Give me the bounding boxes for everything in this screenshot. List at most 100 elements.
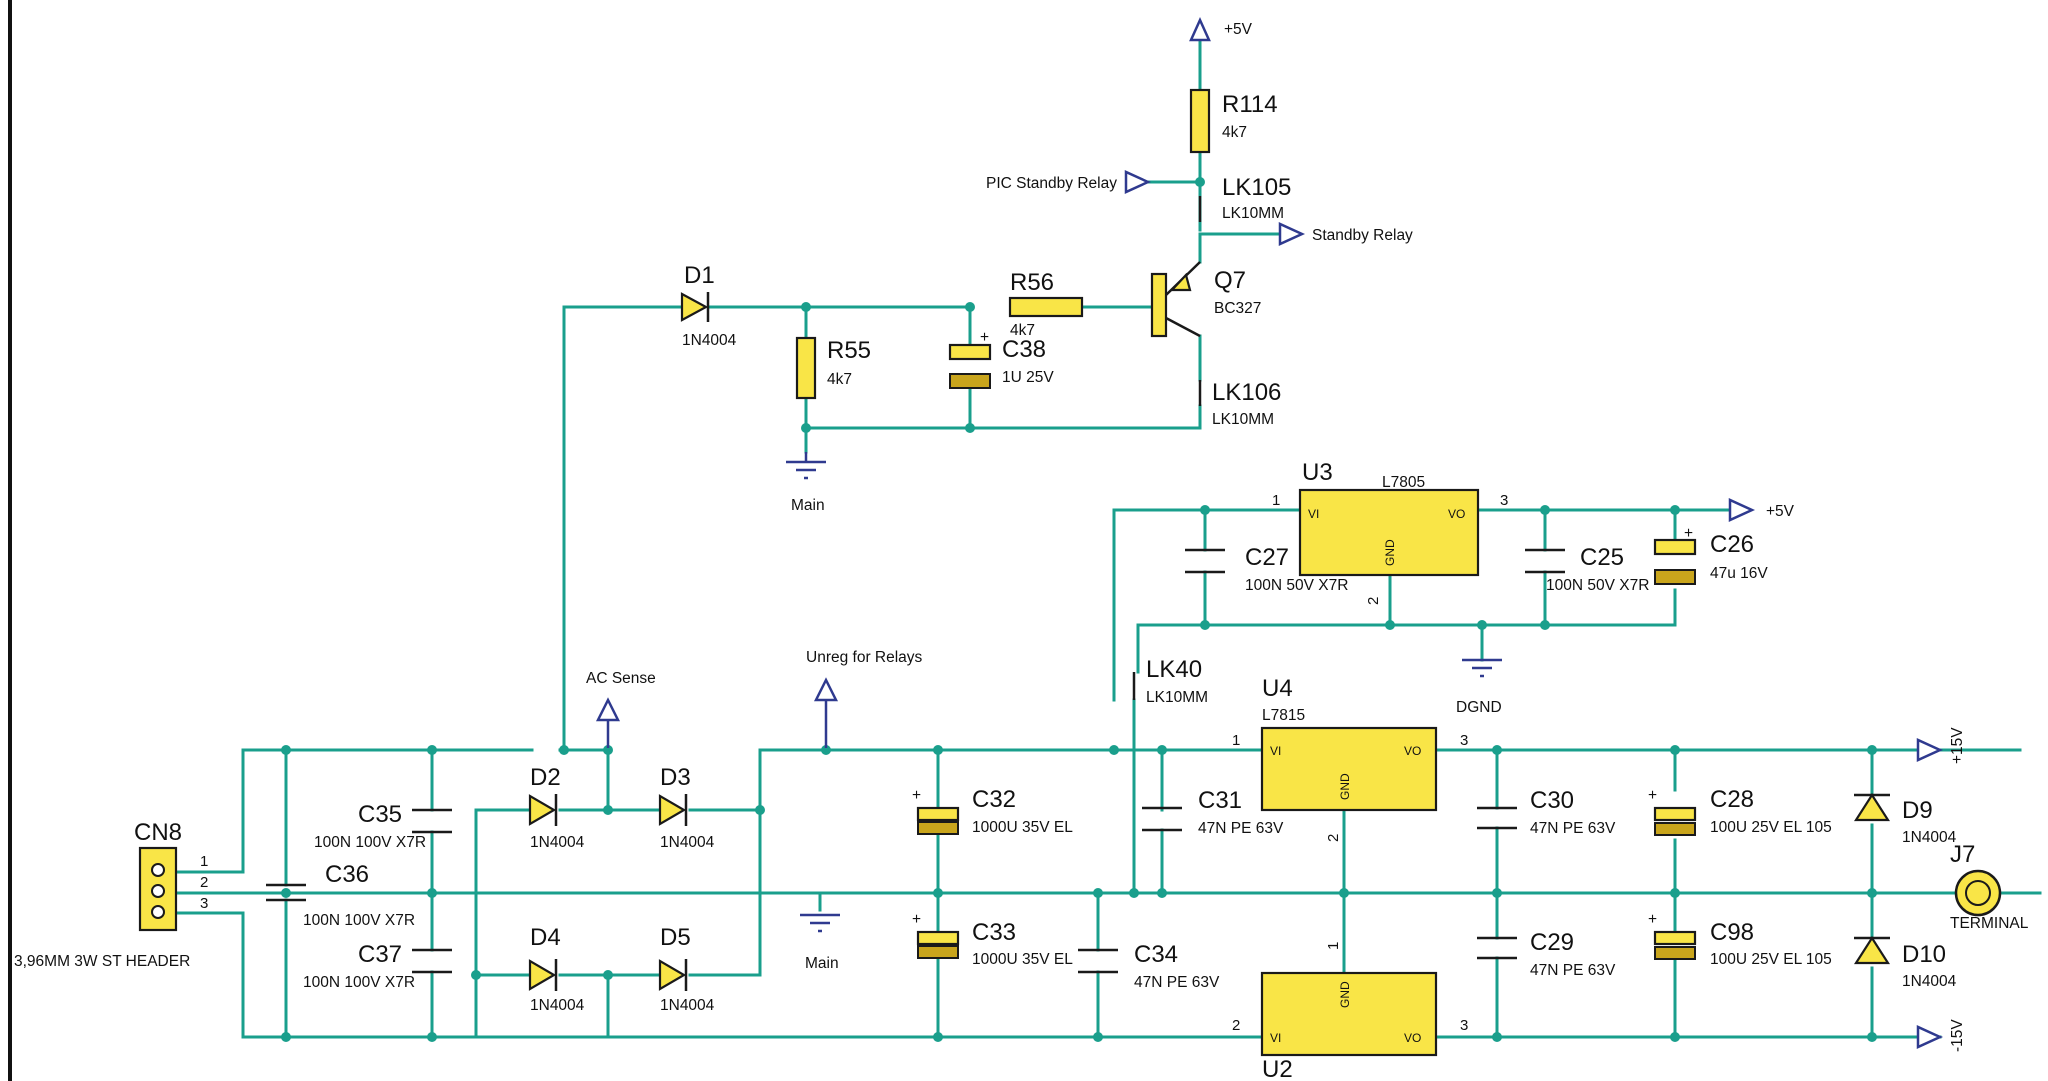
lk106-ref: LK106 xyxy=(1212,379,1281,406)
c26-ref: C26 xyxy=(1710,531,1754,558)
capacitor-c30: C30 47N PE 63V xyxy=(1477,787,1616,837)
r56-value: 4k7 xyxy=(1010,322,1035,339)
port-p5v-top-label: +5V xyxy=(1224,21,1253,38)
u4-ref: U4 xyxy=(1262,675,1293,702)
c27-value: 100N 50V X7R xyxy=(1245,577,1348,594)
capacitor-c27: C27 100N 50V X7R xyxy=(1185,544,1348,594)
u3-pin2-num: 2 xyxy=(1365,597,1382,605)
u2-ref: U2 xyxy=(1262,1056,1293,1081)
port-p5v-right: +5V xyxy=(1728,498,1795,522)
c36-ref: C36 xyxy=(325,861,369,888)
connector-cn8: CN8 3,96MM 3W ST HEADER 1 2 3 xyxy=(14,819,208,970)
r114-value: 4k7 xyxy=(1222,124,1247,141)
c26-plus: + xyxy=(1684,525,1693,542)
port-standby-relay: Standby Relay xyxy=(1278,222,1413,246)
c29-value: 47N PE 63V xyxy=(1530,962,1616,979)
c98-value: 100U 25V EL 105 xyxy=(1710,951,1832,968)
u3-pin-vo: VO xyxy=(1448,507,1465,521)
cn8-value: 3,96MM 3W ST HEADER xyxy=(14,953,190,970)
terminal-j7: J7 TERMINAL xyxy=(1950,841,2029,932)
capacitor-c37: C37 100N 100V X7R xyxy=(303,941,452,991)
port-n15v-label: -15V xyxy=(1949,1019,1966,1052)
c38-value: 1U 25V xyxy=(1002,369,1054,386)
u2-pin-gnd: GND xyxy=(1338,981,1352,1008)
c30-value: 47N PE 63V xyxy=(1530,820,1616,837)
cn8-ref: CN8 xyxy=(134,819,182,846)
c37-ref: C37 xyxy=(358,941,402,968)
lk105-value: LK10MM xyxy=(1222,205,1284,222)
c25-ref: C25 xyxy=(1580,544,1624,571)
diode-d2: D2 1N4004 xyxy=(528,764,585,851)
d1-ref: D1 xyxy=(684,262,715,289)
c26-value: 47u 16V xyxy=(1710,565,1768,582)
wires xyxy=(170,40,2042,1039)
u4-pin-vi: VI xyxy=(1270,744,1281,758)
c25-value: 100N 50V X7R xyxy=(1546,577,1649,594)
regulator-u2: VI VO GND U2 2 3 1 xyxy=(1232,942,1468,1081)
c98-ref: C98 xyxy=(1710,919,1754,946)
link-lk106: LK106 LK10MM xyxy=(1198,379,1281,428)
u2-pin1-num: 1 xyxy=(1325,942,1342,950)
diode-d10: D10 1N4004 xyxy=(1853,935,1957,990)
u4-pin-vo: VO xyxy=(1404,744,1421,758)
unreg-label: Unreg for Relays xyxy=(806,649,923,666)
diode-d5: D5 1N4004 xyxy=(658,924,715,1014)
c35-ref: C35 xyxy=(358,801,402,828)
port-p5v-right-label: +5V xyxy=(1766,503,1795,520)
r114-ref: R114 xyxy=(1222,91,1278,118)
c27-ref: C27 xyxy=(1245,544,1289,571)
resistor-r56: R56 4k7 xyxy=(1008,269,1084,339)
u3-pin3-num: 3 xyxy=(1500,492,1508,509)
c38-ref: C38 xyxy=(1002,336,1046,363)
lk105-ref: LK105 xyxy=(1222,174,1291,201)
resistor-r55: R55 4k7 xyxy=(795,336,871,400)
r56-ref: R56 xyxy=(1010,269,1054,296)
port-p15v-label: +15V xyxy=(1949,727,1966,764)
u2-pin3-num: 3 xyxy=(1460,1017,1468,1034)
c29-ref: C29 xyxy=(1530,929,1574,956)
u4-pin1-num: 1 xyxy=(1232,732,1240,749)
transistor-q7: Q7 BC327 xyxy=(1150,261,1261,338)
lk106-value: LK10MM xyxy=(1212,411,1274,428)
diode-d1: D1 1N4004 xyxy=(680,262,737,349)
d3-value: 1N4004 xyxy=(660,834,715,851)
c36-value: 100N 100V X7R xyxy=(303,912,415,929)
d9-value: 1N4004 xyxy=(1902,829,1957,846)
d3-ref: D3 xyxy=(660,764,691,791)
port-pic-standby: PIC Standby Relay xyxy=(986,170,1152,194)
d2-value: 1N4004 xyxy=(530,834,585,851)
c28-plus: + xyxy=(1648,787,1657,804)
c33-ref: C33 xyxy=(972,919,1016,946)
c32-ref: C32 xyxy=(972,786,1016,813)
c28-ref: C28 xyxy=(1710,786,1754,813)
port-n15v: -15V xyxy=(1916,1019,1966,1052)
c98-plus: + xyxy=(1648,911,1657,928)
link-lk105: LK105 LK10MM xyxy=(1198,174,1291,222)
j7-ref: J7 xyxy=(1950,841,1975,868)
capacitor-c98: + C98 100U 25V EL 105 xyxy=(1648,911,1832,968)
u3-ref: U3 xyxy=(1302,459,1333,486)
capacitor-c33: + C33 1000U 35V EL xyxy=(912,911,1073,968)
d2-ref: D2 xyxy=(530,764,561,791)
capacitor-c35: C35 100N 100V X7R xyxy=(314,801,452,851)
c34-value: 47N PE 63V xyxy=(1134,974,1220,991)
u3-value: L7805 xyxy=(1382,474,1425,491)
c31-ref: C31 xyxy=(1198,787,1242,814)
port-unreg-relays: Unreg for Relays xyxy=(806,649,923,748)
c30-ref: C30 xyxy=(1530,787,1574,814)
ground-dgnd: DGND xyxy=(1456,658,1502,716)
c31-value: 47N PE 63V xyxy=(1198,820,1284,837)
j7-value: TERMINAL xyxy=(1950,915,2029,932)
cn8-pin3-num: 3 xyxy=(200,895,208,912)
regulator-u3: VI VO GND U3 L7805 1 3 2 xyxy=(1272,459,1508,605)
u2-pin-vo: VO xyxy=(1404,1031,1421,1045)
cn8-pin1-num: 1 xyxy=(200,853,208,870)
capacitor-c36: C36 100N 100V X7R xyxy=(266,861,415,929)
standby-relay-label: Standby Relay xyxy=(1312,227,1413,244)
r55-ref: R55 xyxy=(827,337,871,364)
capacitor-c38: + C38 1U 25V xyxy=(948,329,1054,389)
ground-dgnd-label: DGND xyxy=(1456,699,1502,716)
d10-value: 1N4004 xyxy=(1902,973,1957,990)
ground-main-top-label: Main xyxy=(791,497,825,514)
